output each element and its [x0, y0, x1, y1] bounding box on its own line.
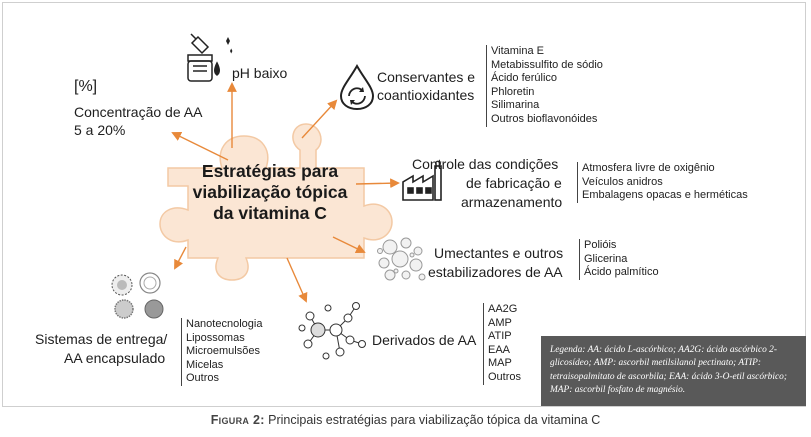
conservantes-title-2: coantioxidantes — [377, 87, 475, 103]
figure-frame — [2, 2, 806, 407]
center-title: Estratégias para viabilização tópica da … — [192, 161, 348, 223]
list-item: Lipossomas — [186, 331, 245, 344]
list-item: Ácido ferúlico — [491, 72, 558, 85]
umectantes-list: Polióis Glicerina Ácido palmítico — [579, 239, 659, 280]
list-item: Glicerina — [584, 252, 628, 265]
sistemas-list: Nanotecnologia Lipossomas Microemulsões … — [181, 318, 262, 386]
concentration-range: 5 a 20% — [74, 122, 126, 138]
factory-icon — [402, 160, 442, 201]
umectantes-title-2: estabilizadores de AA — [428, 264, 563, 280]
list-item: EAA — [488, 343, 511, 356]
list-item: Microemulsões — [186, 345, 260, 358]
arrow-concentration — [171, 132, 229, 161]
list-item: MAP — [488, 357, 512, 370]
bubbles-icon — [377, 237, 426, 281]
sistemas-title-2: AA encapsulado — [64, 350, 166, 366]
list-item: Vitamina E — [491, 45, 544, 57]
umectantes-title-1: Umectantes e outros — [434, 245, 564, 261]
list-item: Metabissulfito de sódio — [491, 58, 603, 71]
list-item: AA2G — [488, 303, 518, 315]
molecules-icon — [298, 302, 366, 360]
list-item: Nanotecnologia — [186, 318, 263, 330]
arrow-derivados — [286, 257, 308, 303]
list-item: Silimarina — [491, 99, 540, 112]
figure-caption: Figura 2: Principais estratégias para vi… — [0, 413, 811, 427]
caption-text: Principais estratégias para viabilização… — [264, 413, 601, 427]
concentration-label: Concentração de AA — [74, 104, 203, 120]
list-item: Veículos anidros — [582, 175, 663, 188]
sistemas-title-1: Sistemas de entrega/ — [35, 331, 168, 347]
legend-box: Legenda: AA: ácido L-ascórbico; AA2G: ác… — [541, 336, 806, 406]
list-item: Atmosfera livre de oxigênio — [582, 162, 715, 174]
arrow-conservantes — [301, 99, 338, 139]
arrow-umectantes — [332, 236, 366, 253]
list-item: Micelas — [186, 358, 224, 371]
list-item: AMP — [488, 316, 512, 329]
figure-number: Figura 2: — [210, 413, 265, 427]
list-item: Phloretin — [491, 85, 535, 98]
arrow-controle — [355, 178, 400, 189]
list-item: Outros bioflavonóides — [491, 112, 598, 125]
list-item: Ácido palmítico — [584, 266, 659, 279]
list-item: Polióis — [584, 239, 617, 251]
arrow-sistemas — [174, 246, 187, 270]
controle-title-3: armazenamento — [461, 194, 563, 210]
derivados-title: Derivados de AA — [372, 332, 477, 348]
controle-list: Atmosfera livre de oxigênio Veículos ani… — [577, 162, 748, 203]
conservantes-title-1: Conservantes e — [377, 69, 476, 85]
list-item: Embalagens opacas e herméticas — [582, 189, 748, 202]
controle-title-2: de fabricação e — [466, 175, 562, 191]
ph-label: pH baixo — [232, 65, 288, 81]
list-item: Outros — [186, 372, 220, 385]
ph-bottle-icon — [187, 33, 233, 82]
concentration-symbol: [%] — [74, 78, 98, 95]
controle-title-1: Controle das condições — [412, 156, 559, 172]
conservantes-list: Vitamina E Metabissulfito de sódio Ácido… — [486, 45, 603, 127]
list-item: Outros — [488, 370, 522, 383]
antioxidant-drop-icon — [339, 63, 375, 111]
derivados-list: AA2G AMP ATIP EAA MAP Outros — [483, 303, 521, 385]
nanoparticles-icon — [111, 272, 164, 319]
list-item: ATIP — [488, 330, 512, 343]
